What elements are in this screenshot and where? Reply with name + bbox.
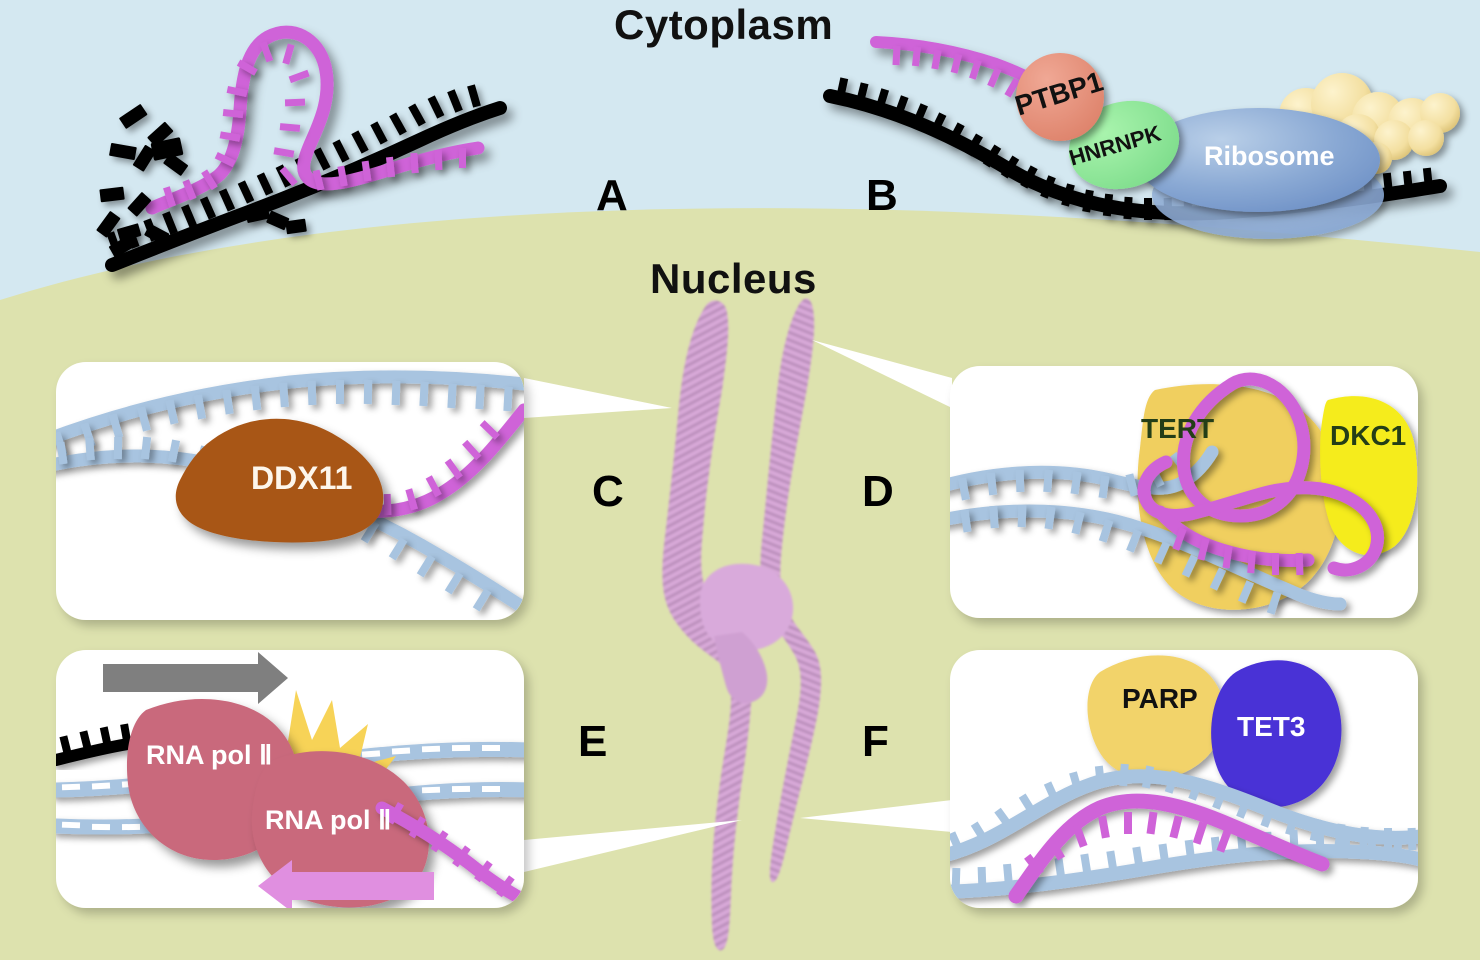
mrna-fragments — [96, 104, 307, 258]
parp-label: PARP — [1122, 683, 1198, 714]
panel-a-artwork — [96, 25, 507, 272]
panel-connector-wedges — [524, 340, 952, 872]
rna-pol-2-label-first: RNA pol Ⅱ — [146, 740, 273, 770]
panel-letter-d: D — [862, 467, 894, 516]
ddx11-label: DDX11 — [251, 460, 353, 496]
panel-e-artwork — [56, 652, 524, 908]
sense-transcription-arrow — [103, 652, 288, 704]
cytoplasm-title: Cytoplasm — [614, 1, 834, 48]
nucleus-title: Nucleus — [650, 255, 817, 302]
rna-pol-2-label-second: RNA pol Ⅱ — [265, 805, 392, 835]
panel-letter-f: F — [862, 717, 889, 766]
ribosome-label: Ribosome — [1204, 141, 1335, 171]
dkc1-label: DKC1 — [1330, 420, 1407, 451]
panel-letter-e: E — [578, 717, 608, 766]
panel-c-artwork — [56, 370, 524, 615]
tert-label: TERT — [1141, 413, 1215, 444]
panel-letter-b: B — [866, 171, 898, 220]
panel-b-artwork — [823, 36, 1460, 239]
tet3-label: TET3 — [1237, 711, 1306, 742]
antisense-transcription-arrow — [258, 860, 434, 908]
panel-letter-a: A — [596, 171, 628, 220]
panel-d-artwork — [950, 372, 1418, 615]
panel-f-artwork — [950, 655, 1418, 904]
panel-letter-c: C — [592, 467, 624, 516]
metaphase-chromosome — [662, 298, 822, 951]
